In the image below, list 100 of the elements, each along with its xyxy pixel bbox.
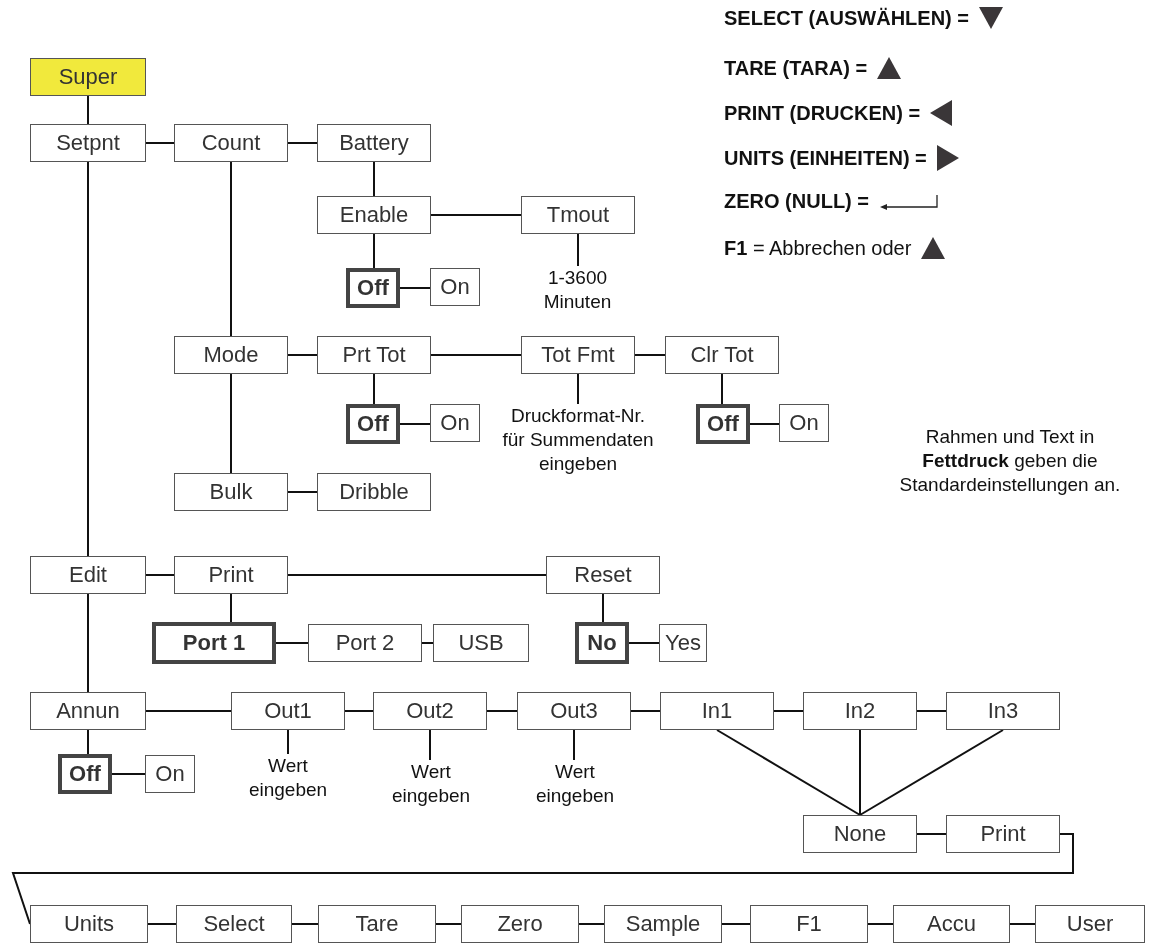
connector-line: [344, 710, 374, 712]
menu-box: Yes: [659, 624, 707, 662]
connector-line: [430, 354, 522, 356]
menu-box: Count: [174, 124, 288, 162]
menu-box: Print: [946, 815, 1060, 853]
connector-line: [373, 373, 375, 405]
menu-box: Bulk: [174, 473, 288, 511]
connector-line: [291, 923, 319, 925]
default-option-box: Off: [346, 404, 400, 444]
menu-box: On: [430, 404, 480, 442]
connector-line: [87, 593, 89, 693]
menu-box: Clr Tot: [665, 336, 779, 374]
value-note: 1-3600 Minuten: [542, 266, 613, 314]
menu-box: Dribble: [317, 473, 431, 511]
connector-line: [634, 354, 666, 356]
connector-line: [916, 833, 947, 835]
note-text: Rahmen und Text in Fettdruck geben die Standardeinstellungen an.: [898, 425, 1122, 497]
value-note: Wert eingeben: [534, 760, 616, 808]
connector-line: [859, 729, 1004, 816]
menu-box: USB: [433, 624, 529, 662]
menu-box: Reset: [546, 556, 660, 594]
connector-line: [859, 729, 861, 816]
connector-line: [399, 423, 431, 425]
default-option-box: Off: [696, 404, 750, 444]
menu-box: User: [1035, 905, 1145, 943]
legend-text: SELECT (AUSWÄHLEN) =: [724, 6, 969, 30]
menu-box: None: [803, 815, 917, 853]
connector-line: [87, 161, 89, 557]
menu-box: Prt Tot: [317, 336, 431, 374]
menu-box: On: [779, 404, 829, 442]
connector-line: [287, 354, 318, 356]
connector-line: [230, 161, 232, 337]
menu-box: Port 2: [308, 624, 422, 662]
connector-line: [573, 729, 575, 761]
menu-box: Zero: [461, 905, 579, 943]
legend-text: TARE (TARA) =: [724, 56, 868, 80]
menu-box: On: [430, 268, 480, 306]
connector-line: [147, 923, 177, 925]
connector-line: [916, 710, 947, 712]
connector-line: [867, 923, 894, 925]
connector-line: [1009, 923, 1036, 925]
legend-text: PRINT (DRUCKEN) =: [724, 101, 921, 125]
connector-line: [429, 729, 431, 761]
menu-box: F1: [750, 905, 868, 943]
connector-line: [721, 923, 751, 925]
connector-line: [287, 491, 318, 493]
connector-line: [430, 214, 522, 216]
connector-line: [721, 373, 723, 405]
default-option-box: Port 1: [152, 622, 276, 664]
connector-line: [630, 710, 661, 712]
connector-line: [435, 923, 462, 925]
menu-box: In1: [660, 692, 774, 730]
value-note: Wert eingeben: [247, 754, 329, 802]
legend-text: F1 = Abbrechen oder: [724, 236, 912, 260]
connector-line: [287, 142, 318, 144]
menu-box: Select: [176, 905, 292, 943]
value-note: Druckformat-Nr. für Summendaten eingeben: [501, 404, 655, 476]
connector-line: [275, 642, 309, 644]
connector-line: [421, 642, 434, 644]
legend-text: UNITS (EINHEITEN) =: [724, 146, 927, 170]
connector-line: [87, 729, 89, 755]
connector-line: [230, 593, 232, 623]
connector-line: [145, 710, 232, 712]
default-option-box: Off: [58, 754, 112, 794]
connector-line: [230, 373, 232, 474]
connector-line: [602, 593, 604, 623]
value-note: Wert eingeben: [390, 760, 472, 808]
menu-box: Out1: [231, 692, 345, 730]
connector-line: [578, 923, 605, 925]
menu-box: Enable: [317, 196, 431, 234]
connector-line: [287, 574, 547, 576]
menu-box: Out2: [373, 692, 487, 730]
legend-text: ZERO (NULL) =: [724, 190, 869, 213]
connector-line: [716, 729, 861, 816]
connector-line: [749, 423, 780, 425]
default-option-box: Off: [346, 268, 400, 308]
connector-line: [577, 233, 579, 267]
connector-line: [486, 710, 518, 712]
menu-box: Battery: [317, 124, 431, 162]
menu-box: In2: [803, 692, 917, 730]
connector-line: [145, 574, 175, 576]
menu-box: In3: [946, 692, 1060, 730]
connector-line: [11, 833, 1074, 925]
menu-box: Tot Fmt: [521, 336, 635, 374]
connector-line: [373, 233, 375, 269]
menu-box: Out3: [517, 692, 631, 730]
menu-box: Units: [30, 905, 148, 943]
connector-line: [287, 729, 289, 755]
connector-line: [111, 773, 146, 775]
connector-line: [87, 95, 89, 125]
default-option-box: No: [575, 622, 629, 664]
connector-line: [628, 642, 660, 644]
menu-box: Tmout: [521, 196, 635, 234]
menu-box: Setpnt: [30, 124, 146, 162]
root-menu-box: Super: [30, 58, 146, 96]
connector-line: [145, 142, 175, 144]
menu-box: Annun: [30, 692, 146, 730]
connector-line: [373, 161, 375, 197]
menu-box: On: [145, 755, 195, 793]
menu-box: Tare: [318, 905, 436, 943]
